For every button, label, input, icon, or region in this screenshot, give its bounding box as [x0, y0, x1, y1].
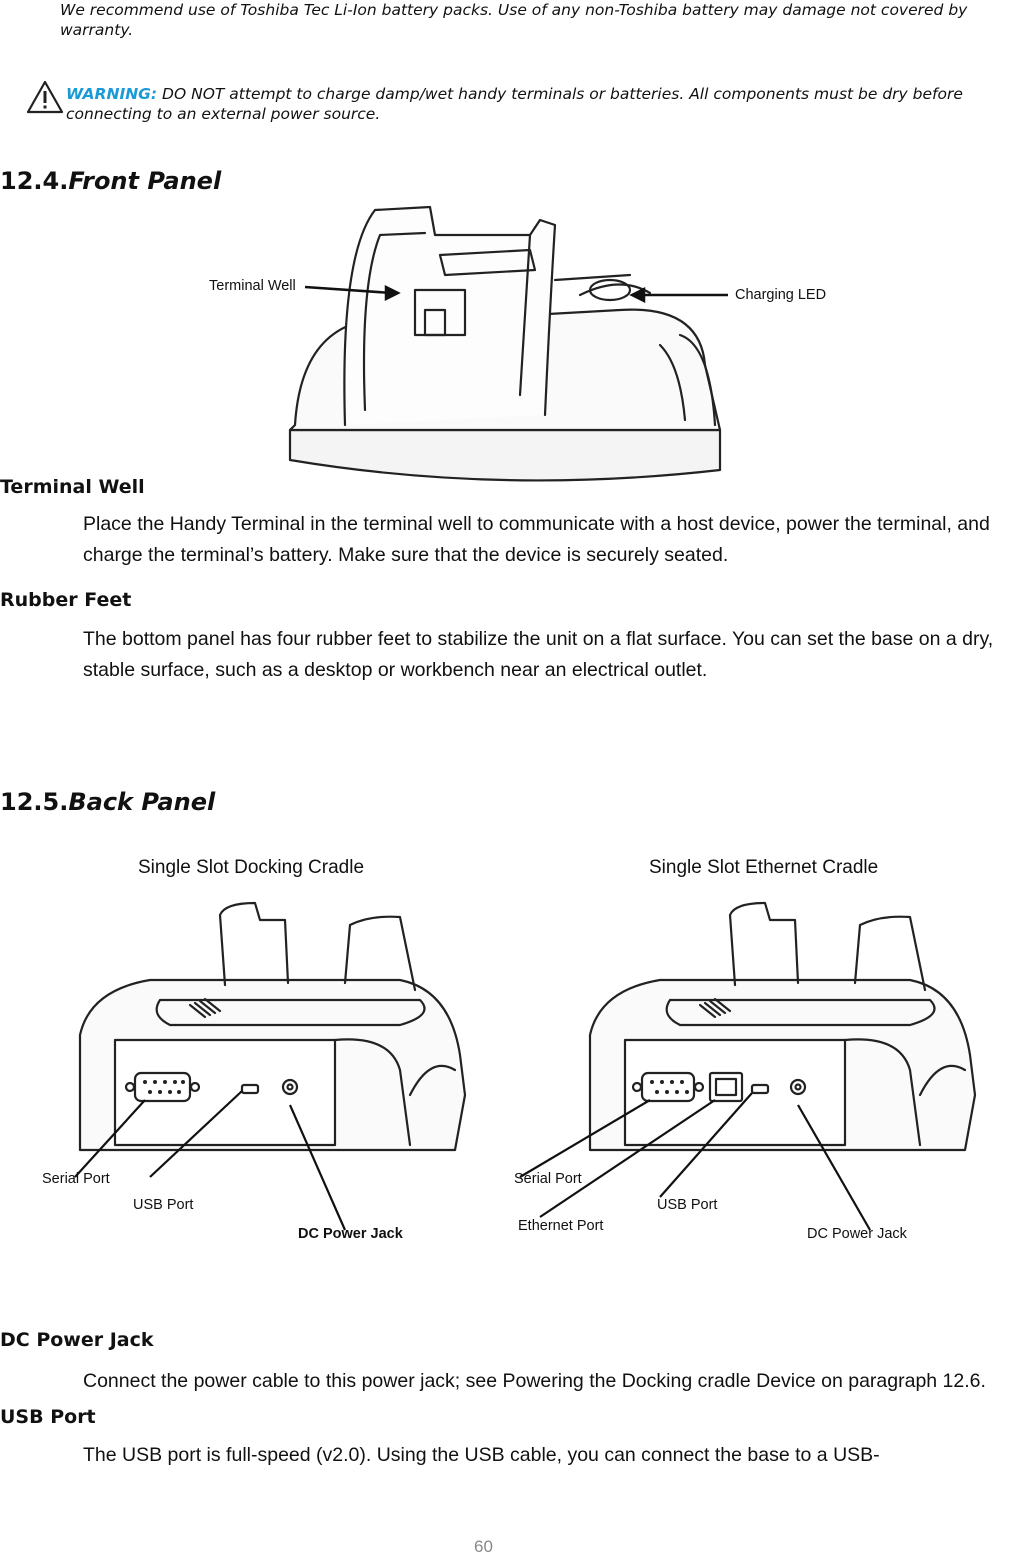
section-heading-front-panel: 12.4.Front Panel — [0, 167, 221, 195]
docking-cradle-back-figure — [74, 901, 467, 1231]
terminal-well-label: Terminal Well — [209, 278, 296, 294]
section-number: 12.4. — [0, 167, 69, 195]
ethernet-cradle-back-figure — [519, 901, 977, 1231]
warning-text: DO NOT attempt to charge damp/wet handy … — [66, 85, 963, 123]
right-usb-port-label: USB Port — [657, 1197, 718, 1213]
warning-label: WARNING: — [66, 85, 158, 103]
term-usb-port: USB Port — [0, 1406, 96, 1428]
front-panel-figure — [288, 205, 728, 482]
section-heading-back-panel: 12.5.Back Panel — [0, 788, 215, 816]
charging-led-label: Charging LED — [735, 287, 827, 303]
desc-dc-power-jack: Connect the power cable to this power ja… — [83, 1370, 986, 1392]
section-title: Back Panel — [68, 788, 216, 816]
desc-usb-port: The USB port is full-speed (v2.0). Using… — [83, 1444, 880, 1466]
warning-triangle-icon — [26, 80, 64, 114]
section-number: 12.5. — [0, 788, 69, 816]
term-dc-power-jack: DC Power Jack — [0, 1329, 154, 1351]
desc-terminal-well: Place the Handy Terminal in the terminal… — [83, 513, 990, 566]
left-serial-port-label: Serial Port — [42, 1171, 110, 1187]
term-rubber-feet: Rubber Feet — [0, 589, 132, 611]
right-dc-power-jack-label: DC Power Jack — [807, 1226, 907, 1242]
warning-note: WARNING: DO NOT attempt to charge damp/w… — [66, 84, 1001, 124]
right-serial-port-label: Serial Port — [514, 1171, 582, 1187]
left-usb-port-label: USB Port — [133, 1197, 194, 1213]
caption-docking-cradle: Single Slot Docking Cradle — [138, 857, 365, 878]
desc-rubber-feet: The bottom panel has four rubber feet to… — [83, 628, 994, 681]
battery-recommendation-note: We recommend use of Toshiba Tec Li-Ion b… — [60, 1, 968, 39]
term-terminal-well: Terminal Well — [0, 476, 145, 498]
section-title: Front Panel — [68, 167, 222, 195]
caption-ethernet-cradle: Single Slot Ethernet Cradle — [649, 857, 879, 878]
left-dc-power-jack-label: DC Power Jack — [298, 1226, 403, 1242]
right-ethernet-port-label: Ethernet Port — [518, 1218, 604, 1234]
page-number: 60 — [474, 1537, 493, 1556]
